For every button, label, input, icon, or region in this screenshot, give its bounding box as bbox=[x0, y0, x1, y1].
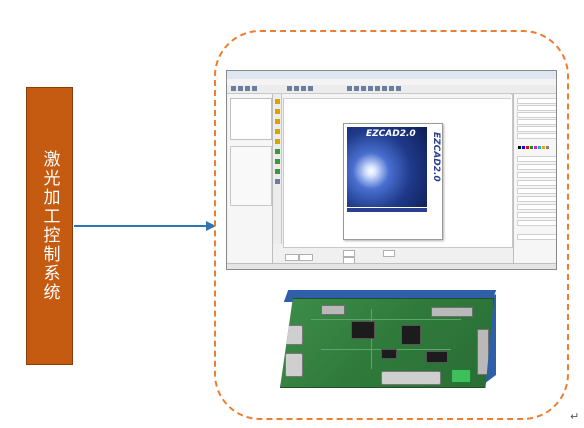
pen-row bbox=[517, 119, 556, 125]
chip bbox=[401, 325, 421, 345]
splash-footer-bar bbox=[347, 208, 427, 212]
param-row bbox=[517, 156, 556, 162]
toolbar-icon bbox=[375, 86, 380, 91]
object-properties bbox=[230, 146, 272, 206]
splash-title: EZCAD2.0 bbox=[366, 129, 416, 139]
ezcad-splash: EZCAD2.0 EZCAD2.0 bbox=[343, 123, 443, 240]
tool-icon bbox=[275, 119, 280, 124]
toolbar-icon bbox=[389, 86, 394, 91]
toolbar-icon bbox=[238, 86, 243, 91]
system-label-box: 激光加工控制系统 bbox=[26, 87, 73, 365]
pen-row bbox=[517, 98, 556, 104]
window-menubar bbox=[227, 79, 556, 85]
pen-color-swatch bbox=[538, 146, 541, 149]
param-row bbox=[517, 220, 556, 226]
tool-icon bbox=[275, 159, 280, 164]
toolbar-icon bbox=[308, 86, 313, 91]
header-connector bbox=[431, 307, 473, 317]
tool-icon bbox=[275, 99, 280, 104]
pen-color-swatch bbox=[530, 146, 533, 149]
param-row bbox=[517, 212, 556, 218]
mark-field bbox=[383, 250, 395, 257]
param-row bbox=[517, 172, 556, 178]
splash-vertical-title: EZCAD2.0 bbox=[431, 132, 441, 182]
chip bbox=[426, 351, 448, 363]
terminal-block bbox=[451, 369, 471, 383]
pen-row bbox=[517, 105, 556, 111]
tool-icon bbox=[275, 109, 280, 114]
pen-row bbox=[517, 126, 556, 132]
arrow-connector bbox=[74, 221, 216, 231]
pen-row bbox=[517, 112, 556, 118]
side-header bbox=[477, 329, 489, 375]
dashed-group-frame bbox=[214, 30, 569, 420]
toolbar-icon bbox=[252, 86, 257, 91]
tool-icon bbox=[275, 139, 280, 144]
mark-button bbox=[285, 254, 299, 261]
pen-settings-panel bbox=[513, 94, 556, 264]
toolbar-icon bbox=[396, 86, 401, 91]
chip bbox=[351, 321, 375, 339]
toolbar-icon bbox=[354, 86, 359, 91]
system-label-text: 激光加工控制系统 bbox=[39, 150, 60, 302]
param-row bbox=[517, 188, 556, 194]
pen-color-swatch bbox=[522, 146, 525, 149]
object-list bbox=[230, 98, 272, 140]
param-row bbox=[517, 234, 556, 240]
toolbar-icon bbox=[361, 86, 366, 91]
pcb-trace bbox=[311, 319, 461, 320]
param-row bbox=[517, 164, 556, 170]
db-connector bbox=[285, 325, 303, 345]
toolbar-icon bbox=[382, 86, 387, 91]
control-board-photo bbox=[272, 286, 504, 394]
header-connector bbox=[321, 305, 345, 315]
pen-color-swatch bbox=[526, 146, 529, 149]
tool-icon bbox=[275, 129, 280, 134]
mark-button bbox=[299, 254, 313, 261]
pcb-board bbox=[280, 298, 494, 388]
toolbar-icon bbox=[231, 86, 236, 91]
pen-row bbox=[517, 133, 556, 139]
pen-color-swatch bbox=[542, 146, 545, 149]
mark-field bbox=[343, 250, 355, 257]
pen-color-swatch bbox=[518, 146, 521, 149]
paragraph-mark: ↵ bbox=[570, 410, 580, 423]
object-list-panel bbox=[228, 94, 273, 264]
software-screenshot: EZCAD2.0 EZCAD2.0 bbox=[226, 70, 557, 270]
toolbar-icon bbox=[301, 86, 306, 91]
param-row bbox=[517, 204, 556, 210]
param-row bbox=[517, 196, 556, 202]
param-row bbox=[517, 180, 556, 186]
tool-icon bbox=[275, 149, 280, 154]
splash-image bbox=[347, 127, 427, 207]
chip bbox=[381, 349, 397, 359]
canvas-ruler bbox=[283, 94, 511, 99]
pcb-trace bbox=[371, 309, 372, 369]
mark-control-bar bbox=[283, 247, 511, 264]
tool-icon bbox=[275, 169, 280, 174]
toolbar-icon bbox=[347, 86, 352, 91]
pen-color-swatch bbox=[546, 146, 549, 149]
tool-icon bbox=[275, 179, 280, 184]
db-connector bbox=[285, 353, 303, 377]
toolbar-icon bbox=[294, 86, 299, 91]
pen-color-swatch bbox=[534, 146, 537, 149]
window-statusbar bbox=[227, 263, 556, 269]
toolbar-icon bbox=[368, 86, 373, 91]
toolbar-icon bbox=[245, 86, 250, 91]
toolbar-icon bbox=[287, 86, 292, 91]
db-connector bbox=[381, 371, 441, 385]
